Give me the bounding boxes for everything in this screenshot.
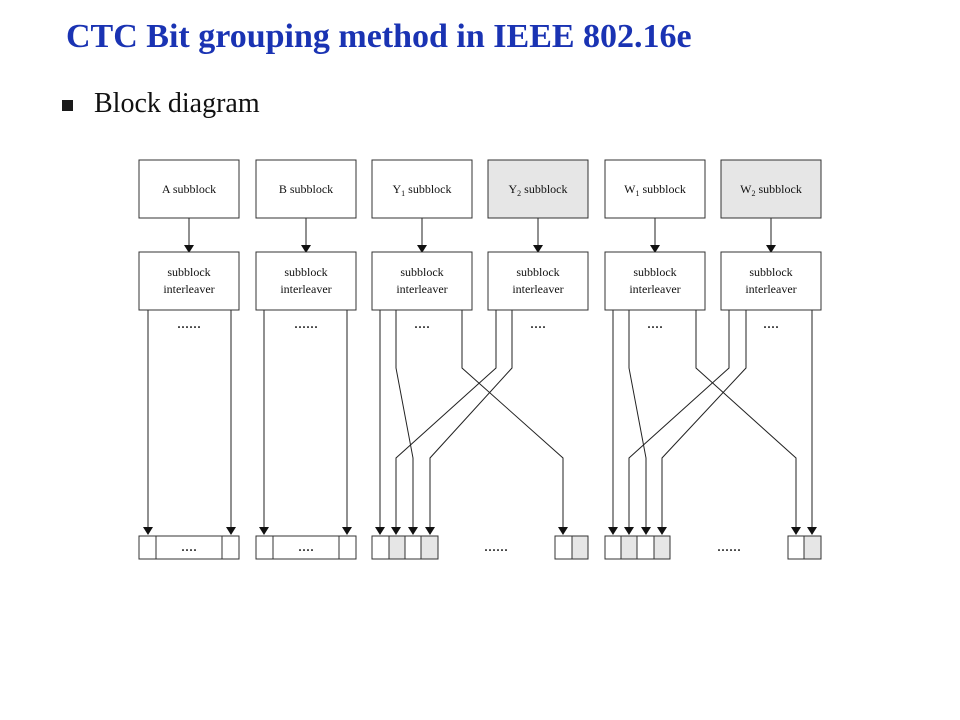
interleaver-label-line2: interleaver: [745, 282, 796, 296]
subblock-label-w1: W1 subblock: [624, 182, 686, 198]
wire-w1-last: [695, 310, 801, 535]
subblock-label-w2: W2 subblock: [740, 182, 802, 198]
output-buffer-cell: [221, 535, 240, 560]
wire-w2-first: [624, 310, 730, 535]
output-buffer-cell: [420, 535, 439, 560]
interleaver-box-b: [255, 251, 357, 311]
interleaver-box-y2: [487, 251, 589, 311]
interleaver-box-a: [138, 251, 240, 311]
output-buffer-cell: [338, 535, 357, 560]
subblock-box-y1: [371, 159, 473, 219]
interleaver-label-line2: interleaver: [280, 282, 331, 296]
wire-y2-first: [391, 310, 497, 535]
output-buffer-cell: [388, 535, 406, 560]
interleaver-label-line2: interleaver: [396, 282, 447, 296]
subblock-box-w1: [604, 159, 706, 219]
slide-title: CTC Bit grouping method in IEEE 802.16e: [66, 18, 692, 55]
interleaver-label-line1: subblock: [749, 265, 792, 279]
interleaver-output-dots: ....: [414, 315, 430, 332]
subblock-box-y2: [487, 159, 589, 219]
subblock-label-a: A subblock: [162, 182, 216, 196]
buffer-cell-dots: ....: [181, 538, 197, 555]
subblock-label-y2: Y2 subblock: [508, 182, 567, 198]
interleaver-label-line1: subblock: [284, 265, 327, 279]
subblock-label-y1: Y1 subblock: [392, 182, 451, 198]
interleaver-label-line1: subblock: [516, 265, 559, 279]
output-buffer-cell: [803, 535, 822, 560]
output-buffer-cell: [604, 535, 622, 560]
wire-y1-last: [461, 310, 568, 535]
interleaver-label-line2: interleaver: [512, 282, 563, 296]
output-buffer-cell: [653, 535, 671, 560]
interleaver-box-w2: [720, 251, 822, 311]
interleaver-output-dots: ....: [647, 315, 663, 332]
routing-wires: [143, 218, 817, 535]
subblock-box-a: [138, 159, 240, 219]
output-buffer-cell: [371, 535, 390, 560]
interleaver-label-line1: subblock: [633, 265, 676, 279]
wire-w2-second: [657, 310, 747, 535]
subblock-box-w2: [720, 159, 822, 219]
bullet-label: Block diagram: [94, 88, 260, 119]
interleaver-box-w1: [604, 251, 706, 311]
bullet-square-icon: [62, 100, 73, 111]
interleaver-output-dots: ......: [294, 315, 318, 332]
output-buffer-cell: [255, 535, 274, 560]
interleaver-label-line1: subblock: [400, 265, 443, 279]
buffer-gap-dots: ......: [484, 538, 508, 555]
interleaver-label-line1: subblock: [167, 265, 210, 279]
output-buffer-cell: [554, 535, 573, 560]
buffer-cell-dots: ....: [298, 538, 314, 555]
interleaver-label-line2: interleaver: [629, 282, 680, 296]
wire-w1-second: [628, 310, 651, 535]
subblock-box-b: [255, 159, 357, 219]
interleaver-output-dots: ....: [530, 315, 546, 332]
interleaver-output-dots: ....: [763, 315, 779, 332]
interleaver-label-line2: interleaver: [163, 282, 214, 296]
interleaver-output-dots: ......: [177, 315, 201, 332]
wire-y1-second: [395, 310, 418, 535]
buffer-gap-dots: ......: [717, 538, 741, 555]
output-buffer-cell: [571, 535, 589, 560]
output-buffer-cell: [138, 535, 157, 560]
output-buffer-cell: [636, 535, 655, 560]
diagram-blocks: A subblock subblock interleaver...... B sub…: [138, 159, 822, 560]
output-buffer-cell: [404, 535, 422, 560]
wire-y2-second: [425, 310, 513, 535]
output-buffer-cell: [620, 535, 638, 560]
subblock-label-b: B subblock: [279, 182, 333, 196]
interleaver-box-y1: [371, 251, 473, 311]
output-buffer-cell: [787, 535, 805, 560]
